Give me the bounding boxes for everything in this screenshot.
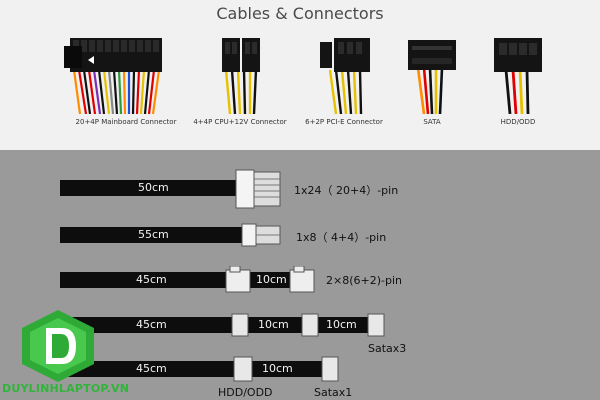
cable-pins-cpu: 1x8（ 4+4）-pin (296, 231, 387, 244)
cpu-8pin-connector-icon (222, 38, 260, 114)
cable-sata3 (60, 317, 380, 333)
cable-length-molex-sata: 45cm (136, 362, 167, 375)
sata-plug-2-icon (301, 313, 319, 337)
cpu-plug-icon (241, 223, 281, 247)
sata-plug-3-icon (367, 313, 385, 337)
cable-cpu (60, 227, 245, 243)
cable-label-sata1: Satax1 (314, 386, 353, 399)
cable-atx (60, 180, 245, 196)
cable-segment-pcie: 10cm (256, 273, 287, 286)
cable-pins-pcie: 2×8(6+2)-pin (326, 274, 402, 287)
connector-label-sata: SATA (423, 118, 441, 126)
cable-length-pcie: 45cm (136, 273, 167, 286)
cable-segment-sata3-a: 10cm (258, 318, 289, 331)
cable-molex-sata (60, 361, 330, 377)
brand-logo-icon (22, 310, 94, 382)
cable-length-sata3: 45cm (136, 318, 167, 331)
cable-segment-molex-sata: 10cm (262, 362, 293, 375)
connectors-panel: Cables & Connectors (0, 0, 600, 150)
atx-plug-icon (235, 169, 281, 209)
molex-connector-icon (494, 38, 542, 114)
connector-label-pcie: 6+2P PCI-E Connector (305, 118, 383, 126)
pcie-plug-icon (225, 266, 251, 293)
page-title: Cables & Connectors (216, 4, 384, 23)
pcie-plug-end-icon (289, 266, 315, 293)
sata-connector-icon (408, 40, 456, 114)
cable-pins-atx: 1x24（ 20+4）-pin (294, 184, 399, 197)
pcie-8pin-connector-icon (320, 38, 370, 114)
connector-label-atx: 20+4P Mainboard Connector (75, 118, 177, 126)
cable-length-atx: 50cm (138, 181, 169, 194)
cable-label-hdd-odd: HDD/ODD (218, 386, 273, 399)
cable-pins-sata3: Satax3 (368, 342, 407, 355)
connector-label-molex: HDD/ODD (500, 118, 536, 126)
connector-label-cpu: 4+4P CPU+12V Connector (193, 118, 287, 126)
sata-plug-end-icon (321, 356, 339, 382)
cable-length-cpu: 55cm (138, 228, 169, 241)
watermark-text: DUYLINHLAPTOP.VN (2, 382, 130, 395)
cable-segment-sata3-b: 10cm (326, 318, 357, 331)
molex-plug-icon (233, 356, 253, 382)
atx-24pin-connector-icon (64, 38, 162, 114)
sata-plug-1-icon (231, 313, 249, 337)
